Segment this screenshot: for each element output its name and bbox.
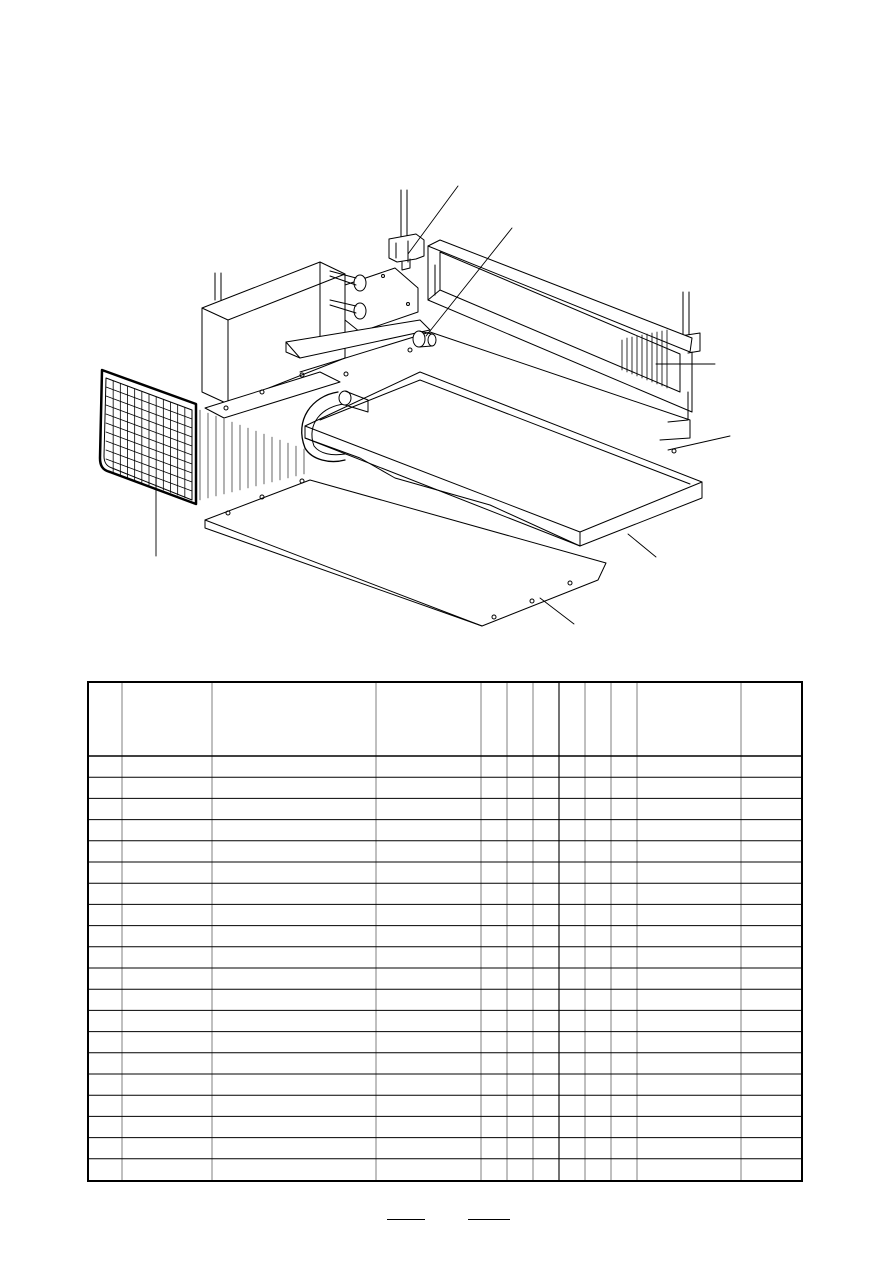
leader-lines <box>155 185 731 625</box>
filter-mesh-wire <box>105 413 193 447</box>
filter-mesh-wire <box>105 422 193 456</box>
hanger-rods <box>214 189 690 339</box>
support-frame <box>204 319 691 441</box>
footer-right-rule <box>468 1219 510 1220</box>
bottom-panel <box>204 478 607 627</box>
footer <box>0 1210 893 1230</box>
drain-pan <box>304 371 703 547</box>
filter-mesh-wire <box>105 449 193 483</box>
filter-mesh-wire <box>105 458 193 492</box>
fan-motor <box>329 267 419 333</box>
parts-list-table <box>87 681 803 1182</box>
drain-connection <box>412 330 437 348</box>
fan-casing <box>427 239 693 423</box>
exploded-view-diagram <box>98 185 731 627</box>
filter-mesh-wire <box>105 440 193 474</box>
coil-fins <box>621 329 668 389</box>
air-filter <box>98 368 305 506</box>
drain-hose <box>301 390 369 463</box>
filter-mesh-wire <box>105 395 193 429</box>
filter-mesh-wire <box>105 431 193 465</box>
parts-table-grid <box>89 683 801 1180</box>
filter-mesh-wire <box>105 386 193 420</box>
footer-left-rule <box>387 1219 425 1220</box>
filter-mesh-wire <box>105 404 193 438</box>
